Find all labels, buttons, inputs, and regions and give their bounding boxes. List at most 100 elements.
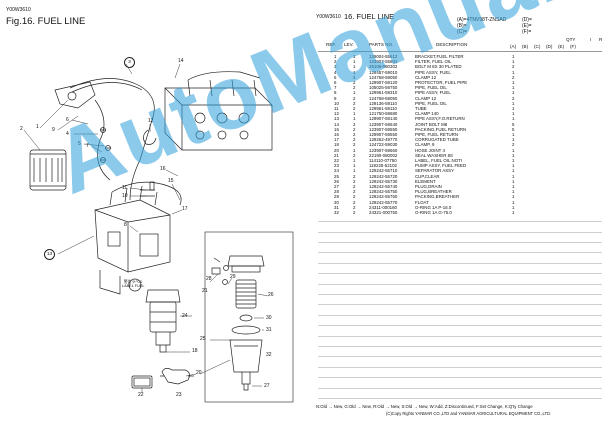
model-e: (E)=: [522, 23, 532, 29]
lev-cell: 2: [353, 142, 356, 148]
ref-cell: 27: [334, 184, 339, 189]
description-cell: PIPE, FUEL OIL: [415, 85, 447, 91]
callout-22: 22: [138, 392, 144, 398]
col-parts-no: PARTS NO.: [369, 42, 394, 47]
lev-cell: 2: [353, 199, 356, 205]
model-c: (C)=: [457, 29, 467, 35]
parts-no-cell: 129907-59140: [369, 116, 398, 122]
callout-17: 17: [182, 206, 188, 212]
model-d: (D)=: [522, 17, 532, 23]
callout-32: 32: [266, 352, 272, 358]
lev-cell: 2: [353, 173, 356, 179]
ref-cell: 23: [334, 163, 339, 169]
callout-31: 31: [266, 327, 272, 333]
col-description: DESCRIPTION: [436, 42, 468, 47]
ref-cell: 17: [334, 137, 339, 143]
parts-no-cell: 129004-55612: [369, 54, 398, 59]
qty-a-cell: 1: [512, 100, 515, 106]
col-lev: LEV.: [344, 42, 354, 47]
description-cell: CLAMP 12: [415, 95, 437, 101]
parts-no-cell: 129961-59310: [369, 90, 398, 96]
model-f: (F)=: [522, 29, 532, 35]
lev-cell: 2: [353, 95, 356, 101]
ref-cell: 15: [334, 126, 339, 132]
right-page-code: Y00W3610: [316, 14, 341, 20]
lev-cell: 2: [353, 106, 356, 111]
qty-a-cell: 1: [512, 194, 515, 200]
description-cell: PLUG,BREATHER: [415, 189, 452, 195]
description-cell: PIPE ASSY,F.O.RETURN: [415, 116, 465, 122]
copyright-notice: (C)Copy Rights YANMAR CO.,LTD and YANMAR…: [386, 411, 552, 416]
lev-cell: 1: [353, 64, 356, 70]
lev-cell: 2: [353, 194, 356, 200]
ref-cell: 14: [334, 121, 339, 127]
qty-a-cell: 1: [512, 204, 515, 210]
col-f: (F): [570, 44, 576, 49]
callout-21: 21: [202, 288, 208, 294]
qty-a-cell: 1: [512, 54, 515, 59]
callout-16: 16: [160, 166, 166, 172]
ref-cell: 26: [334, 178, 339, 184]
qty-a-cell: 1: [512, 147, 515, 153]
description-cell: PROTECTOR, FUEL PIPE: [415, 80, 468, 85]
callout-8: 8: [124, 222, 127, 228]
lev-cell: 2: [353, 210, 356, 215]
callout-14: 14: [178, 58, 184, 64]
callout-20: 20: [196, 370, 202, 376]
lev-cell: 1: [353, 69, 356, 75]
qty-a-cell: 5: [512, 121, 515, 127]
lev-cell: 2: [353, 137, 356, 143]
ref-cell: 21: [334, 152, 339, 158]
description-cell: PUMP ASSY, FUEL FEED: [415, 163, 467, 169]
parts-no-cell: 123907-59550: [369, 126, 398, 132]
description-cell: LABEL, FUEL OIL NOTI: [415, 158, 463, 163]
ref-cell: 3: [334, 64, 337, 70]
ref-cell: 7: [334, 85, 337, 91]
parts-no-cell: 123907-59540: [369, 121, 398, 127]
qty-a-cell: 1: [512, 111, 515, 117]
model-b: (B)=: [457, 23, 467, 29]
ref-cell: 32: [334, 210, 339, 215]
blank-row-line: [318, 273, 602, 275]
figure-title: Fig.16. FUEL LINE: [6, 16, 86, 27]
lev-cell: 1: [353, 90, 356, 96]
callout-18: 18: [192, 348, 198, 354]
lev-cell: 2: [353, 100, 356, 106]
ref-cell: 4: [334, 69, 337, 75]
callout-15: 15: [168, 178, 174, 184]
callout-29: 29: [230, 274, 236, 280]
description-cell: TUBE: [415, 106, 427, 111]
ref-cell: 16: [334, 132, 339, 137]
qty-a-cell: 1: [512, 116, 515, 122]
parts-no-cell: 129907-59550: [369, 132, 398, 137]
parts-no-cell: 114110-07750: [369, 158, 397, 163]
lev-cell: 1: [353, 116, 356, 122]
parts-no-cell: 124768-59050: [369, 95, 398, 101]
description-cell: PACKING,BREATHER: [415, 194, 460, 200]
blank-row-line: [318, 387, 602, 389]
parts-no-cell: 124768-59050: [369, 74, 398, 80]
col-a: (A): [510, 44, 517, 49]
callout-3: 3: [124, 57, 135, 68]
qty-a-cell: 1: [512, 106, 515, 111]
description-cell: BOLT M 8X 30 PLATED: [415, 64, 462, 70]
lev-cell: 1: [353, 168, 356, 174]
lev-cell: 2: [353, 74, 356, 80]
description-cell: BRACKET,FUEL FILTER: [415, 54, 464, 59]
parts-no-cell: 22190-080002: [369, 152, 398, 158]
qty-a-cell: 2: [512, 95, 515, 101]
callout-6: 6: [66, 117, 69, 123]
blank-row-line: [318, 242, 602, 243]
